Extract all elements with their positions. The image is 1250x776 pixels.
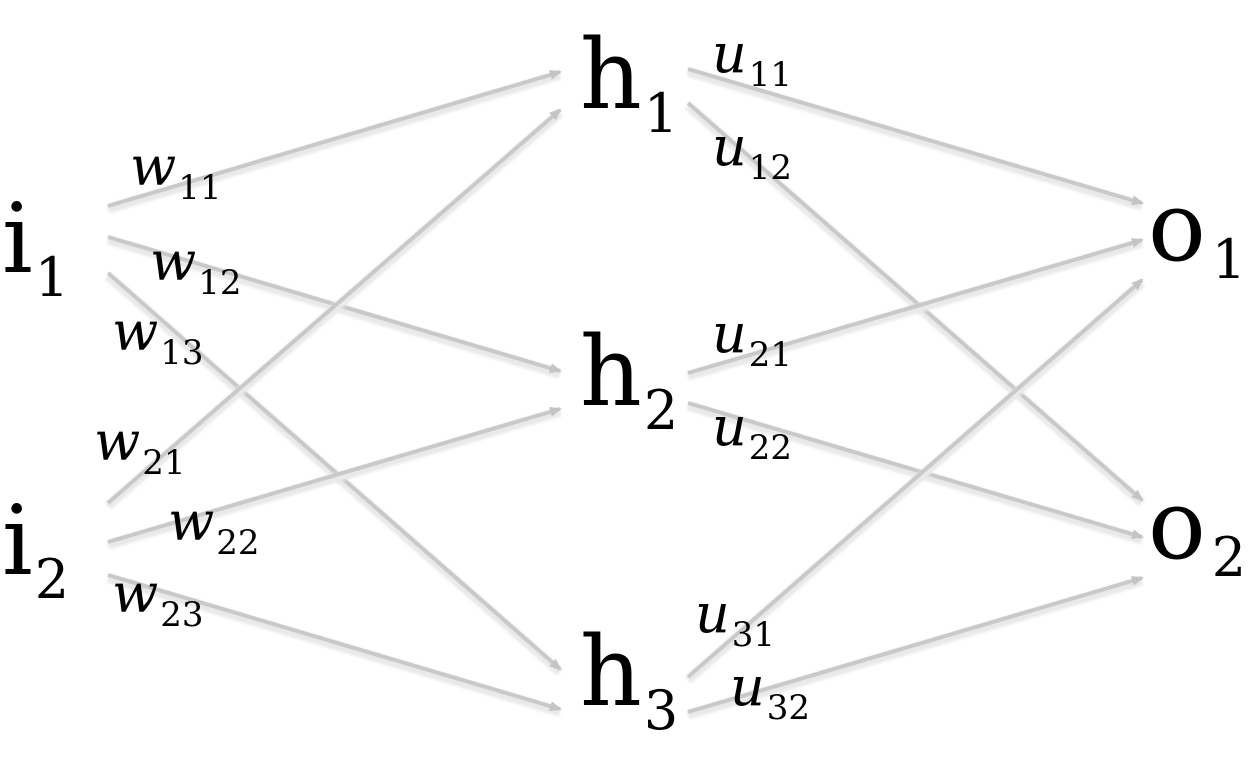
node-h2: h2 <box>580 316 678 442</box>
weight-label-w23: w23 <box>112 562 204 635</box>
weight-label-u12: u12 <box>712 115 792 188</box>
node-i1: i1 <box>2 183 69 309</box>
edge-u21 <box>686 238 1144 381</box>
node-h1: h1 <box>580 19 678 145</box>
weight-label-u32: u32 <box>730 655 810 728</box>
node-i2: i2 <box>2 485 69 611</box>
weight-label-w11: w11 <box>130 135 222 208</box>
weight-label-layer: w11 w12 w13 w21 w22 w23 u11 u12 u21 u22 … <box>94 22 810 728</box>
weight-label-w21: w21 <box>94 410 186 483</box>
weight-label-u31: u31 <box>695 582 775 655</box>
edge-w22 <box>106 407 562 550</box>
edge-u31 <box>685 278 1145 684</box>
weight-label-u21: u21 <box>712 302 792 375</box>
weight-label-w13: w13 <box>112 300 204 373</box>
edge-w21 <box>105 108 563 510</box>
weight-label-w22: w22 <box>168 490 260 563</box>
edge-w23 <box>106 573 562 717</box>
edge-layer <box>105 67 1145 720</box>
edge-u22 <box>686 401 1144 545</box>
edge-u32 <box>686 576 1144 720</box>
weight-label-u11: u11 <box>712 22 792 95</box>
edge-w11 <box>106 70 562 214</box>
weight-label-u22: u22 <box>712 395 792 468</box>
node-h3: h3 <box>580 616 678 742</box>
edge-u11 <box>686 67 1144 211</box>
weight-label-w12: w12 <box>150 230 242 303</box>
